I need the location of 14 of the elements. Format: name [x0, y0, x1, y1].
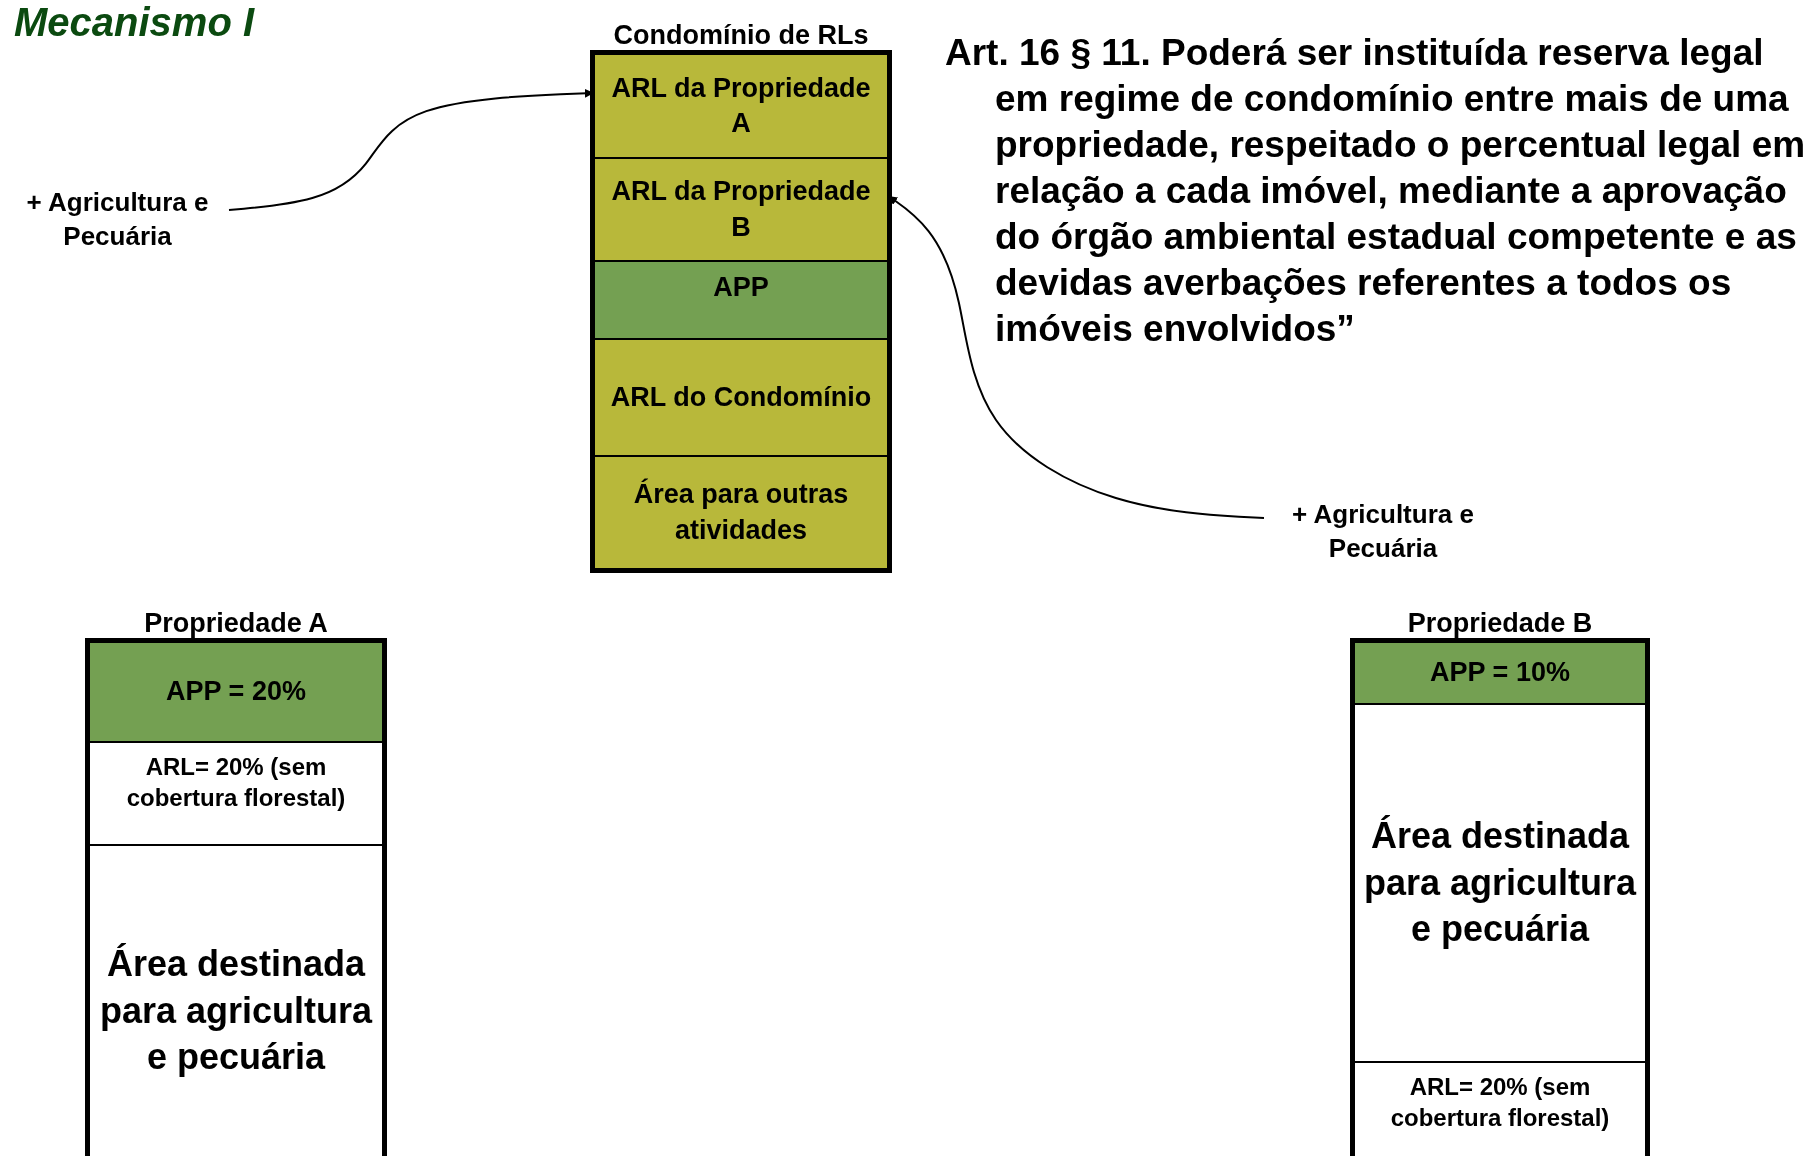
reserve-area-band: ARL da Propriedade A — [595, 55, 887, 159]
reserve-area-band: ARL do Condomínio — [595, 340, 887, 457]
app-band: APP — [595, 262, 887, 340]
other-activities-band: Área para outras atividades — [595, 457, 887, 568]
column-heading: Condomínio de RLs — [612, 20, 870, 51]
reserve-area-band: ARL da Propriedade B — [595, 159, 887, 262]
app-band: APP = 10% — [1355, 643, 1645, 705]
app-band: APP = 20% — [90, 643, 382, 743]
law-article-text: Art. 16 § 11. Poderá ser instituída reserva legal em regime de condomínio entre mais de uma propriedade, respeitado o percentual legal em relação a cada imóvel, mediante a aprovação do órgão ambiental estadual competente e as devidas averbações referentes a todos os imóveis envolvidos” — [945, 31, 1807, 351]
agriculture-label: + Agricultura e Pecuária — [1268, 492, 1498, 572]
column-heading: Propriedade A — [143, 608, 329, 639]
column-heading: Propriedade B — [1406, 608, 1594, 639]
slide-title: Mecanismo I — [14, 0, 255, 45]
agriculture-label: + Agricultura e Pecuária — [10, 180, 225, 260]
